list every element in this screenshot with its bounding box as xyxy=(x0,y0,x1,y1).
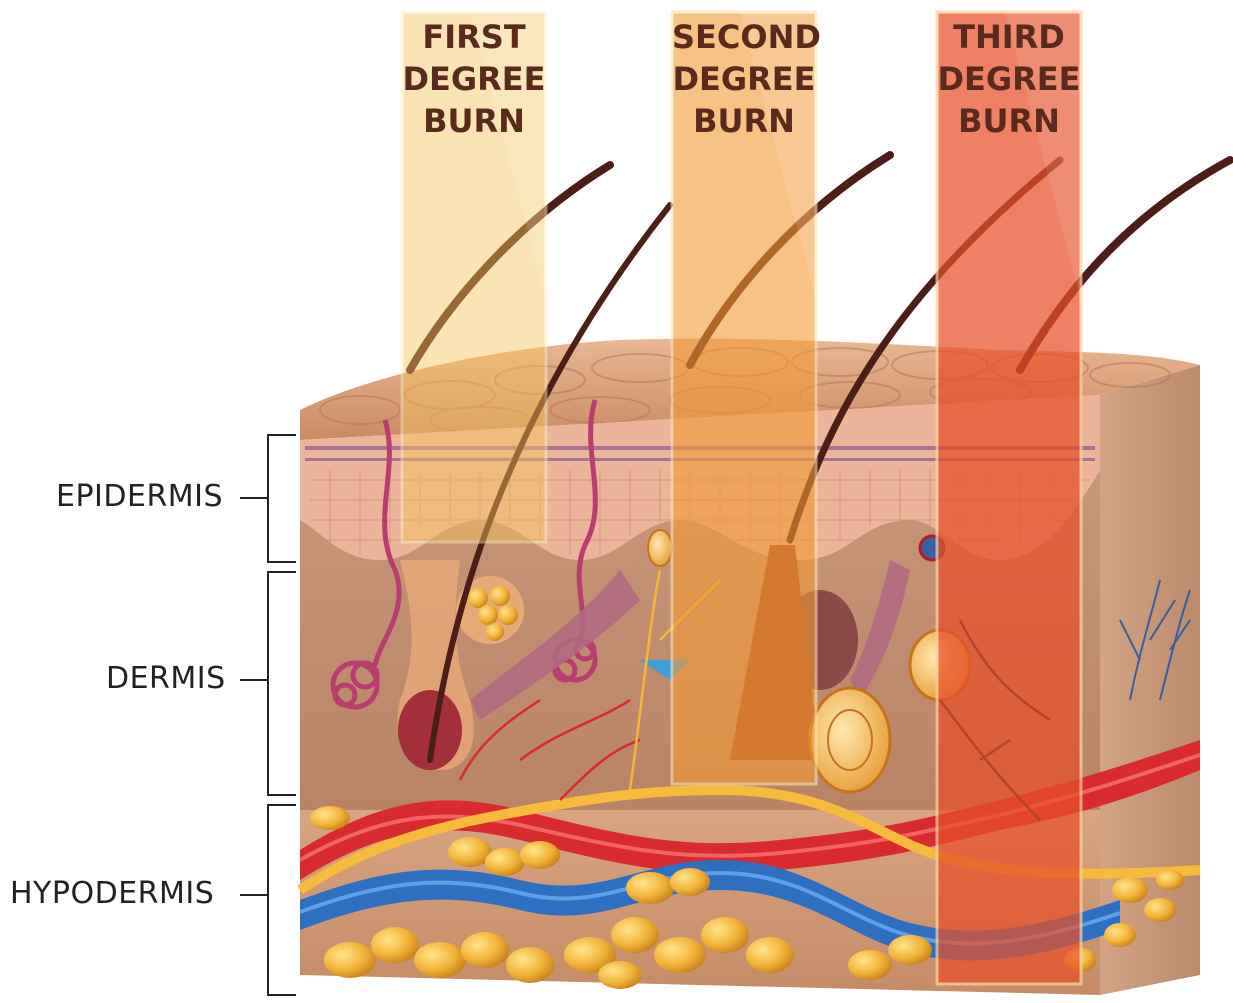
first-degree-line2: DEGREE xyxy=(402,58,546,100)
second-degree-line1: SECOND xyxy=(672,16,816,58)
third-degree-line1: THIRD xyxy=(937,16,1081,58)
first-degree-title: FIRST DEGREE BURN xyxy=(402,16,546,142)
first-degree-line3: BURN xyxy=(402,100,546,142)
third-degree-line3: BURN xyxy=(937,100,1081,142)
second-degree-title: SECOND DEGREE BURN xyxy=(672,16,816,142)
second-degree-line2: DEGREE xyxy=(672,58,816,100)
third-degree-title: THIRD DEGREE BURN xyxy=(937,16,1081,142)
layer-brackets xyxy=(240,435,296,995)
second-degree-line3: BURN xyxy=(672,100,816,142)
third-degree-line2: DEGREE xyxy=(937,58,1081,100)
block-side-face xyxy=(1100,365,1200,995)
first-degree-line1: FIRST xyxy=(402,16,546,58)
label-epidermis: EPIDERMIS xyxy=(56,479,223,514)
label-dermis: DERMIS xyxy=(106,661,226,696)
label-hypodermis: HYPODERMIS xyxy=(10,876,214,911)
